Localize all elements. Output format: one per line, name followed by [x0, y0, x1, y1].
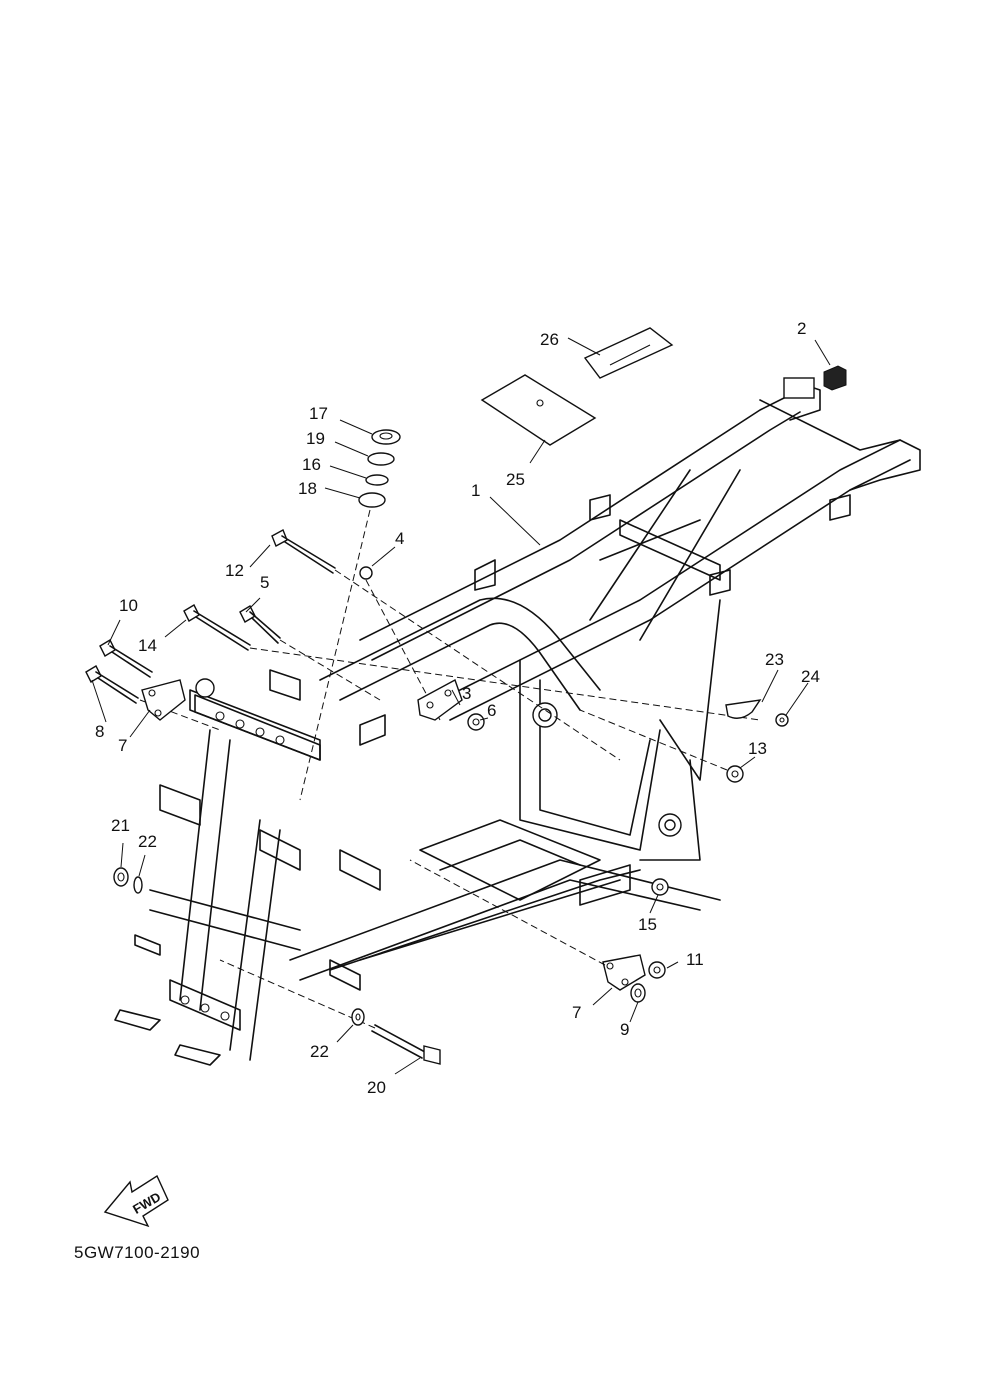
- callout-7-left: 7: [118, 736, 128, 755]
- bolt-12: [271, 529, 621, 761]
- plate-25: [480, 374, 597, 446]
- washer-22-left: [133, 876, 143, 894]
- callout-6: 6: [487, 701, 497, 720]
- callout-7-right: 7: [572, 1003, 582, 1022]
- bracket-26: [583, 327, 674, 379]
- nut-6: [467, 713, 485, 731]
- plate-7-right: [409, 859, 646, 991]
- plate-7-left: [141, 679, 186, 721]
- bolt-24: [775, 713, 789, 727]
- damper-stack: [299, 429, 401, 801]
- fwd-arrow-icon: FWD: [103, 1174, 169, 1228]
- callout-14: 14: [138, 636, 157, 655]
- callout-26: 26: [540, 330, 559, 349]
- frame-boss: [195, 678, 215, 698]
- bolt-10: [99, 639, 153, 678]
- callout-25: 25: [506, 470, 525, 489]
- callout-4: 4: [395, 529, 405, 548]
- nut-15: [651, 878, 669, 896]
- nut-13: [579, 709, 744, 783]
- frame-boss-hole: [664, 819, 676, 831]
- rear-bracket: [783, 377, 815, 399]
- callout-18: 18: [298, 479, 317, 498]
- callout-3: 3: [462, 684, 472, 703]
- callout-13: 13: [748, 739, 767, 758]
- callout-10: 10: [119, 596, 138, 615]
- rear-end-cap: [823, 365, 847, 391]
- bolt-20: [219, 959, 441, 1065]
- callout-22-bottom: 22: [310, 1042, 329, 1061]
- diagram-code: 5GW7100-2190: [74, 1243, 201, 1262]
- callout-21: 21: [111, 816, 130, 835]
- callout-2: 2: [797, 319, 807, 338]
- callout-20: 20: [367, 1078, 386, 1097]
- callout-15: 15: [638, 915, 657, 934]
- callout-1: 1: [471, 481, 481, 500]
- callout-23: 23: [765, 650, 784, 669]
- nut-11: [648, 961, 666, 979]
- callout-5: 5: [260, 573, 270, 592]
- clip-23: [725, 699, 762, 719]
- callout-22-left: 22: [138, 832, 157, 851]
- callout-11: 11: [686, 950, 704, 969]
- callout-16: 16: [302, 455, 321, 474]
- washer-21: [113, 867, 129, 887]
- washer-9: [630, 983, 646, 1003]
- callout-19: 19: [306, 429, 325, 448]
- bolt-4: [359, 566, 441, 721]
- callout-8: 8: [95, 722, 105, 741]
- frame-boss-hole: [538, 708, 552, 722]
- callout-12: 12: [225, 561, 244, 580]
- callout-24: 24: [801, 667, 820, 686]
- callout-9: 9: [620, 1020, 630, 1039]
- callout-17: 17: [309, 404, 328, 423]
- bolt-5: [239, 605, 381, 701]
- bolt-14: [183, 604, 761, 721]
- plate-3: [417, 678, 463, 721]
- washer-22-bottom: [351, 1008, 365, 1026]
- leader-lines: [91, 337, 831, 1075]
